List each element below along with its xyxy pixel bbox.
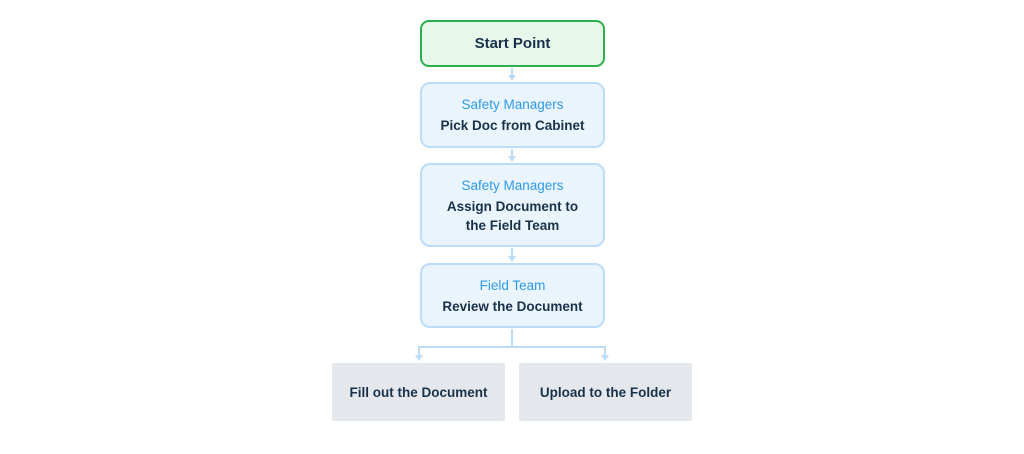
step-action: Assign Document to the Field Team xyxy=(446,198,579,233)
step-action: Pick Doc from Cabinet xyxy=(440,118,585,133)
step-role: Field Team xyxy=(479,277,546,293)
arrowhead-outcome-1 xyxy=(415,355,423,361)
step-node-review-document: Field Team Review the Document xyxy=(420,263,605,328)
arrowhead-step-1 xyxy=(508,75,516,81)
outcome-node-upload: Upload to the Folder xyxy=(519,363,692,421)
step-role: Safety Managers xyxy=(461,177,564,193)
start-node-label: Start Point xyxy=(474,35,551,52)
step-role: Safety Managers xyxy=(461,97,564,112)
step-node-assign-document: Safety Managers Assign Document to the F… xyxy=(420,163,605,247)
arrowhead-step-3 xyxy=(508,256,516,262)
arrowhead-outcome-2 xyxy=(601,355,609,361)
step-action: Review the Document xyxy=(442,298,583,314)
outcome-label: Upload to the Folder xyxy=(539,384,672,400)
step-node-pick-doc: Safety Managers Pick Doc from Cabinet xyxy=(420,82,605,148)
start-node: Start Point xyxy=(420,20,605,67)
outcome-node-fill-out: Fill out the Document xyxy=(332,363,505,421)
outcome-label: Fill out the Document xyxy=(349,384,488,400)
arrowhead-step-2 xyxy=(508,156,516,162)
